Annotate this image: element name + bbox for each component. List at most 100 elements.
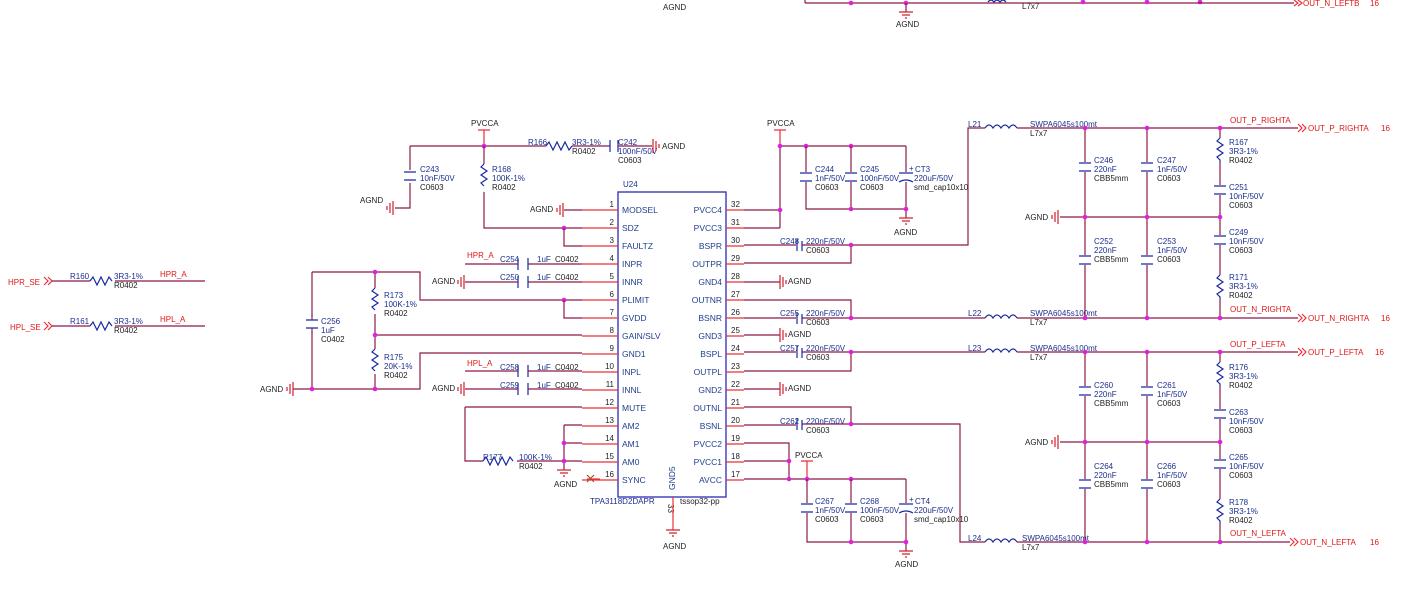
value-label: 220uF/50V xyxy=(914,506,954,515)
pin-name-gnd5: GND5 xyxy=(667,466,677,490)
ref-label: C266 xyxy=(1157,462,1177,471)
port-hpl-se[interactable]: HPL_SE xyxy=(10,323,41,332)
ref-label: R168 xyxy=(492,165,512,174)
resistor-r176 xyxy=(1215,361,1225,386)
ref-label: C259 xyxy=(500,381,520,390)
agnd-label: AGND xyxy=(896,20,919,29)
pin-number: 32 xyxy=(731,200,740,209)
pin-number: 12 xyxy=(605,398,614,407)
pin-number: 30 xyxy=(731,236,740,245)
pin-name: BSPR xyxy=(699,241,722,251)
port-out-n-leftb[interactable]: OUT_N_LEFTB xyxy=(1303,0,1359,8)
ground-symbol xyxy=(386,201,394,215)
input-coupling: HPR_A C254 1uF C0402 C250 1uF C0402 AGND… xyxy=(432,251,600,489)
value-label: 220nF xyxy=(1094,471,1117,480)
value-label: 3R3-1% xyxy=(1229,372,1258,381)
junction xyxy=(786,476,792,482)
port-arrow-icon xyxy=(1297,313,1307,323)
ground-symbol xyxy=(557,469,571,477)
ref-label: L22 xyxy=(968,309,982,318)
footprint-label: C0402 xyxy=(321,335,345,344)
value-label: 100nF/50V xyxy=(860,506,900,515)
junction xyxy=(561,458,567,464)
agnd-label: AGND xyxy=(788,277,811,286)
junction xyxy=(848,206,854,212)
port-hpr-se[interactable]: HPR_SE xyxy=(8,278,40,287)
supply-section-left: PVCCA C243 10nF/50V C0603 AGND R168 100K… xyxy=(360,119,685,247)
pin-name: GND4 xyxy=(698,277,722,287)
port-out-p-lefta[interactable]: OUT_P_LEFTA xyxy=(1308,348,1364,357)
ref-label: C255 xyxy=(780,309,800,318)
input-section: HPR_SE R160 3R3-1% R0402 HPR_A HPL_SE R1… xyxy=(8,270,205,335)
ref-label: C244 xyxy=(815,165,835,174)
resistor-r171 xyxy=(1215,274,1225,299)
port-arrow-icon xyxy=(1297,123,1307,133)
port-page-ref: 16 xyxy=(1370,0,1379,8)
junction xyxy=(1082,214,1088,220)
ref-label: L23 xyxy=(968,344,982,353)
footprint-label: R0402 xyxy=(1229,381,1253,390)
junction xyxy=(777,143,783,149)
port-out-n-righta[interactable]: OUT_N_RIGHTA xyxy=(1308,314,1370,323)
ground-symbol xyxy=(457,275,465,289)
port-page-ref: 16 xyxy=(1381,124,1390,133)
port-arrow-icon xyxy=(1297,347,1307,357)
capacitor-c261 xyxy=(1141,386,1153,396)
pin-name: BSNR xyxy=(698,313,722,323)
agnd-label: AGND xyxy=(894,228,917,237)
agnd-label: AGND xyxy=(663,3,686,12)
agnd-label: AGND xyxy=(432,384,455,393)
value-label: 3R3-1% xyxy=(114,317,143,326)
footprint-label: C0603 xyxy=(815,183,839,192)
chip-u24[interactable]: U24 1MODSEL2SDZ3FAULTZ4INPR5INNR6PLIMIT7… xyxy=(582,180,744,551)
agnd-label: AGND xyxy=(1025,438,1048,447)
capacitor-c253 xyxy=(1141,255,1153,265)
footprint-label: CBB5mm xyxy=(1094,174,1129,183)
junction xyxy=(1082,349,1088,355)
pin-number: 27 xyxy=(731,290,740,299)
inductor-l22 xyxy=(984,314,1018,320)
value-label: 1nF/50V xyxy=(1157,246,1188,255)
junction xyxy=(561,440,567,446)
pin-name: MODSEL xyxy=(622,205,658,215)
junction xyxy=(1082,539,1088,545)
pin-number: 29 xyxy=(731,254,740,263)
ref-label: L24 xyxy=(968,534,982,543)
ref-label: C250 xyxy=(500,273,520,282)
pin-number: 5 xyxy=(610,272,615,281)
pin-number: 18 xyxy=(731,452,740,461)
output-filter-right: L21 SWPA6045s100mt L7x7 L22 SWPA6045s100… xyxy=(968,116,1390,327)
capacitor-c260 xyxy=(1079,386,1091,396)
chip-body[interactable] xyxy=(617,191,727,498)
junction xyxy=(1082,315,1088,321)
footprint-label: C0402 xyxy=(555,273,579,282)
ref-label: R175 xyxy=(384,353,404,362)
value-label: 10nF/50V xyxy=(420,174,455,183)
inductor-l21 xyxy=(984,124,1018,130)
chip-ref: U24 xyxy=(623,180,638,189)
ref-label: L21 xyxy=(968,120,982,129)
footprint-label: smd_cap10x10 xyxy=(914,515,969,524)
value-label: 220nF/50V xyxy=(806,417,846,426)
port-out-n-lefta[interactable]: OUT_N_LEFTA xyxy=(1300,538,1357,547)
value-label: 10nF/50V xyxy=(1229,237,1264,246)
pin-name: PLIMIT xyxy=(622,295,649,305)
value-label: 220nF xyxy=(1094,165,1117,174)
resistor-r166 xyxy=(545,140,573,152)
pin-number: 10 xyxy=(605,362,614,371)
footprint-label: L7x7 xyxy=(1030,129,1048,138)
junction xyxy=(1144,214,1150,220)
value-label: 1nF/50V xyxy=(1157,471,1188,480)
pvcca-label: PVCCA xyxy=(471,119,499,128)
port-out-p-righta[interactable]: OUT_P_RIGHTA xyxy=(1308,124,1369,133)
net-label: HPL_A xyxy=(467,359,493,368)
pin-name: BSPL xyxy=(700,349,722,359)
capacitor-c267 xyxy=(801,503,813,513)
footprint-label: R0402 xyxy=(1229,291,1253,300)
